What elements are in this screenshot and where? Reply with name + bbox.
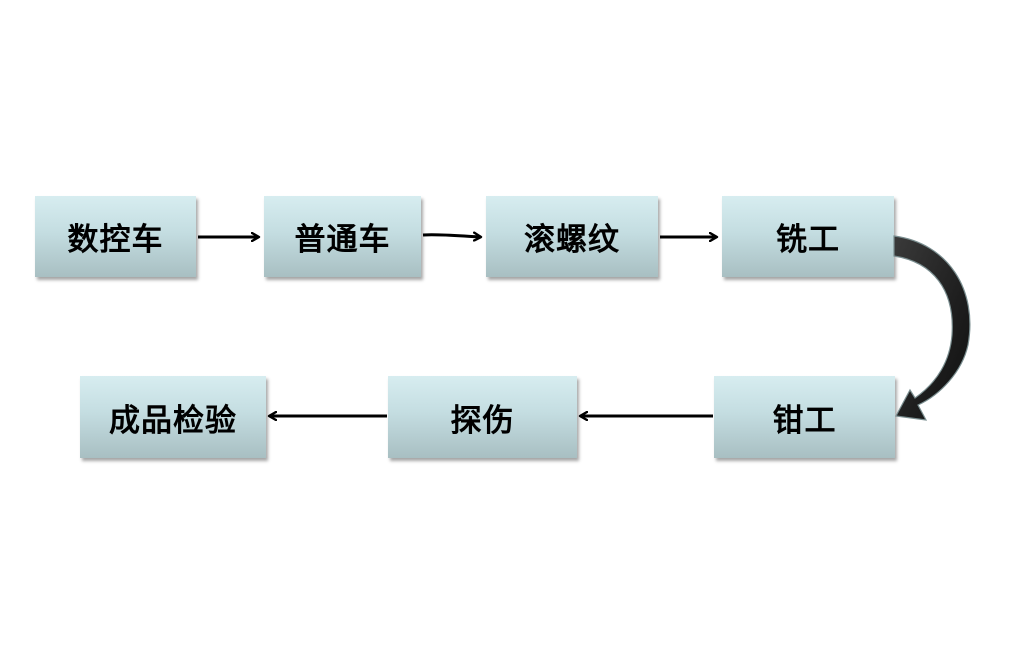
step-fitting: 钳工 [714, 376, 895, 458]
step-cnc-turning: 数控车 [35, 196, 196, 277]
arrow-manual-to-thread [422, 235, 481, 237]
step-manual-turning: 普通车 [264, 196, 421, 277]
arrow-milling-to-fitting [893, 235, 971, 421]
step-milling: 铣工 [722, 196, 894, 277]
step-flaw-detection: 探伤 [388, 376, 577, 458]
step-final-inspection: 成品检验 [80, 376, 266, 458]
step-thread-rolling: 滚螺纹 [486, 196, 658, 277]
